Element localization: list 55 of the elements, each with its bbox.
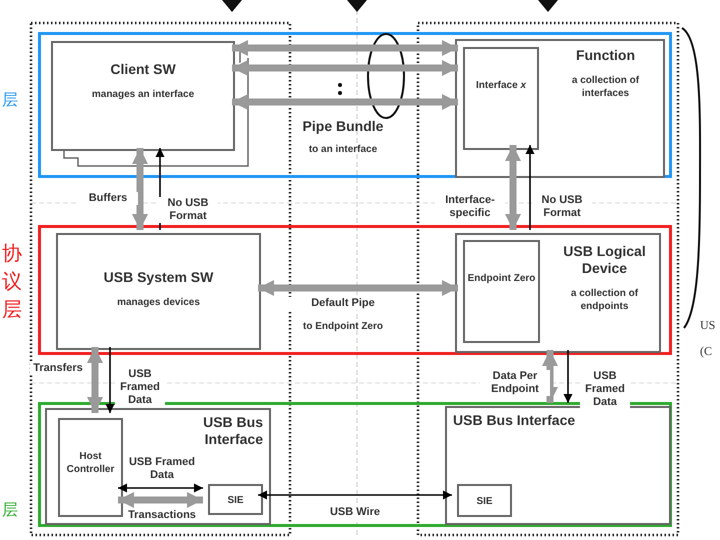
- box-title: Host Controller: [66, 450, 116, 476]
- process-box: [51, 41, 235, 151]
- box-title: Client SW: [109, 61, 177, 78]
- box-title: USB System SW: [102, 269, 214, 286]
- arrow: [132, 148, 148, 230]
- edge-label: USB Framed Data: [580, 370, 630, 409]
- edge-label: Buffers: [78, 192, 138, 205]
- edge-label: USB Framed Data: [115, 368, 165, 407]
- box-subtitle: manages an interface: [90, 88, 196, 101]
- process-box: [457, 484, 512, 517]
- box-subtitle: a collection of endpoints: [570, 287, 640, 313]
- layer-label: 协议层: [2, 242, 23, 323]
- box-title: USB Bus Interface: [453, 412, 576, 429]
- bundle-label: Pipe Bundle: [302, 118, 384, 134]
- arrow: [258, 280, 458, 296]
- box-subtitle: manages devices: [116, 296, 201, 309]
- side-label: US: [700, 318, 716, 333]
- box-title: Endpoint Zero: [467, 272, 536, 285]
- layer-band: [38, 32, 672, 178]
- arrow: [118, 492, 203, 508]
- arrow: [258, 490, 452, 500]
- box-title: USB Logical Device: [562, 243, 647, 277]
- edge-label: No USB Format: [158, 197, 218, 223]
- arrow: [232, 40, 458, 56]
- box-title: SIE: [475, 495, 494, 508]
- arrow: [106, 347, 114, 413]
- arrow: [87, 347, 103, 413]
- arrow: [232, 60, 458, 76]
- arrow: [526, 145, 534, 230]
- side-label: (C: [700, 344, 712, 359]
- interface-box: [445, 406, 671, 525]
- process-box: [58, 418, 123, 517]
- arrow: [564, 350, 572, 403]
- box-title: Function: [574, 47, 636, 64]
- box-title: USB Bus Interface: [202, 414, 263, 448]
- edge-label: Data Per Endpoint: [480, 370, 550, 396]
- arrow: [542, 350, 558, 403]
- page-box: [463, 47, 539, 150]
- box-title: SIE: [226, 494, 245, 507]
- bundle-subtitle: to an interface: [308, 144, 378, 155]
- arrow: [505, 145, 521, 230]
- arrow: [232, 94, 458, 110]
- page-box: [463, 240, 540, 343]
- process-box: [455, 39, 665, 178]
- box-title: Interface x: [474, 79, 528, 92]
- arrow: [118, 484, 203, 492]
- box-subtitle: a collection of interfaces: [570, 74, 640, 100]
- process-box: [208, 484, 263, 515]
- edge-label: Interface-specific: [435, 194, 505, 220]
- layer-label: 层: [2, 501, 18, 521]
- process-box: [455, 233, 661, 353]
- process-box: [56, 233, 261, 350]
- layer-label: 层: [2, 91, 18, 111]
- layer-band: [38, 225, 672, 355]
- pipe-subtitle: to Endpoint Zero: [302, 321, 384, 332]
